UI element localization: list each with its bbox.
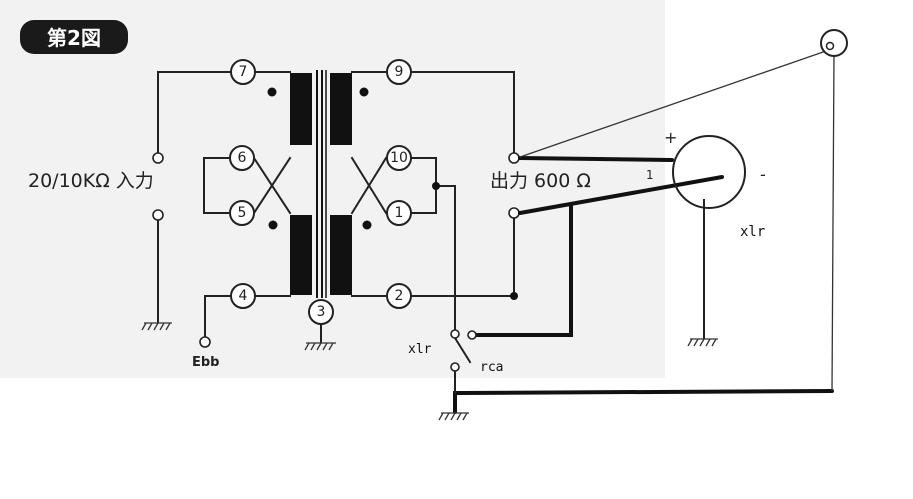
xlr-label: xlr	[740, 224, 765, 240]
svg-text:7: 7	[239, 64, 248, 80]
transformer-core	[290, 70, 352, 298]
input-terminal-top	[152, 152, 164, 164]
switch-rca-label: rca	[480, 360, 503, 375]
rca-connector-icon	[820, 29, 848, 57]
ebb-terminal	[199, 336, 211, 348]
svg-text:9: 9	[395, 64, 404, 80]
pin-9: 9	[386, 59, 412, 85]
ground-center-tap-icon	[304, 321, 336, 351]
plus-label: +	[664, 128, 677, 147]
svg-text:4: 4	[239, 288, 248, 304]
switch-common-contact	[450, 362, 460, 372]
pin-4: 4	[230, 283, 256, 309]
pin-3: 3	[308, 299, 334, 325]
minus-label: -	[760, 165, 766, 184]
ebb-label: Ebb	[192, 355, 220, 370]
ground-input-icon	[141, 322, 172, 331]
pin-1: 1	[386, 200, 412, 226]
primary-wiring	[157, 71, 292, 339]
input-terminal-bottom	[152, 209, 164, 221]
figure-title-badge: 第2図	[20, 20, 128, 54]
switch-contact-xlr	[450, 329, 460, 339]
polarity-dots	[267, 87, 372, 230]
xlr-connector-icon	[672, 135, 746, 209]
svg-text:3: 3	[317, 304, 326, 320]
svg-text:2: 2	[395, 288, 404, 304]
switch-xlr-label: xlr	[408, 342, 432, 357]
pin-2: 2	[386, 283, 412, 309]
ground-switch-icon	[438, 412, 469, 421]
figure-title: 第2図	[47, 26, 101, 50]
xlr-rca-modification	[453, 50, 835, 414]
ground-xlr-icon	[687, 338, 718, 347]
pin-6: 6	[229, 145, 255, 171]
output-label: 出力 600 Ω	[490, 170, 591, 192]
svg-text:5: 5	[238, 205, 247, 221]
switch-contact-rca	[467, 330, 477, 340]
secondary-wiring	[350, 71, 518, 306]
output-terminal-bottom	[508, 207, 520, 219]
svg-text:6: 6	[238, 150, 247, 166]
pin-7: 7	[230, 59, 256, 85]
svg-text:1: 1	[395, 205, 404, 221]
pin-5: 5	[229, 200, 255, 226]
svg-text:10: 10	[390, 150, 408, 166]
output-terminal-top	[508, 152, 520, 164]
input-label: 20/10KΩ 入力	[28, 170, 154, 192]
xlr-pin-mark: 1	[646, 168, 654, 182]
pin-10: 10	[386, 145, 412, 171]
